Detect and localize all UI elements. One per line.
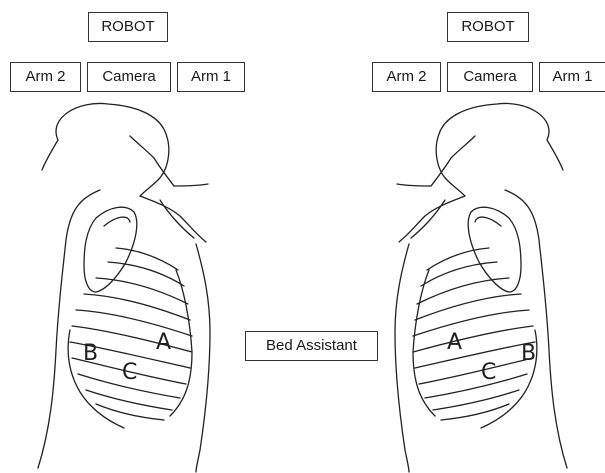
right-patient-figure bbox=[395, 103, 567, 472]
right-port-b: B bbox=[521, 341, 536, 366]
left-port-c: C bbox=[122, 360, 137, 385]
left-port-b: B bbox=[83, 341, 98, 366]
left-patient-figure bbox=[38, 103, 210, 472]
right-port-a: A bbox=[447, 330, 462, 355]
right-port-c: C bbox=[481, 360, 496, 385]
left-port-a: A bbox=[156, 330, 171, 355]
